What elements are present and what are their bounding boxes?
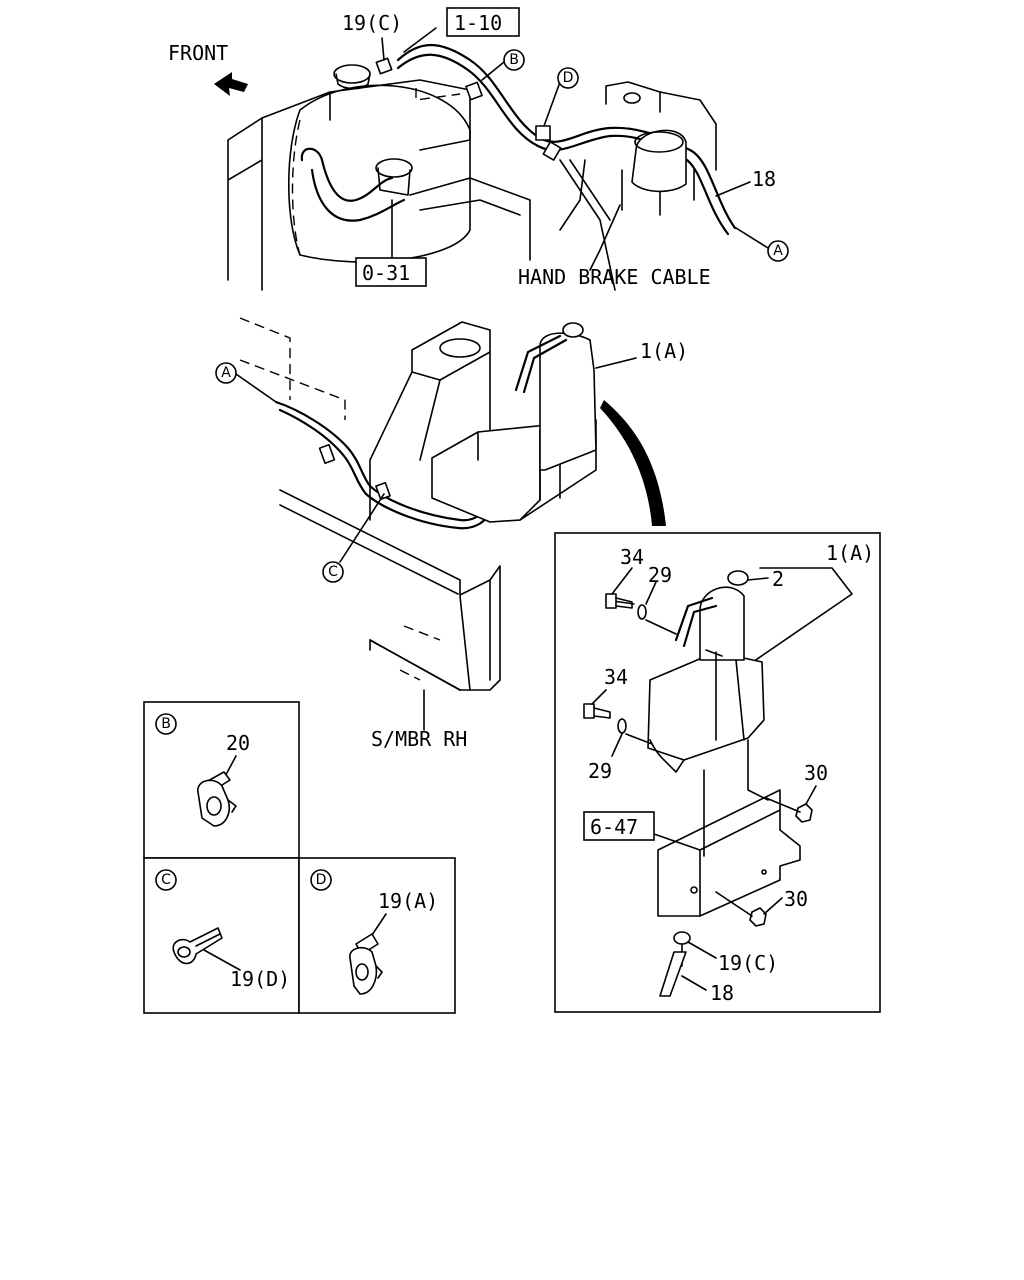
hand-brake-cable [559,159,616,291]
ref-1-10-text: 1-10 [454,11,502,35]
reservoir-top-view [631,129,687,193]
ref-0-31-text: 0-31 [362,261,410,285]
radiator-side [227,117,263,291]
reservoir-cap-mid [562,322,584,338]
svg-text:D: D [316,872,327,888]
circle-d-top [557,67,579,89]
svg-text:C: C [328,564,338,580]
overflow-pipe-outer [396,43,737,230]
overflow-hose-mid [274,400,488,522]
s-mbr-rh-label: S/MBR RH [371,727,467,751]
nut-30-b [749,907,767,927]
circle-b-top [503,49,525,71]
front-label: FRONT [168,41,228,65]
washer-29-b [617,718,627,734]
circle-c-box [155,869,177,891]
callout-18-top: 18 [752,167,776,191]
reservoir-detail-box: 34 29 2 1(A) 34 29 30 6-47 30 19(C) 18 [554,532,881,1013]
clip-b-top [465,81,483,101]
circle-a-mid [215,362,237,384]
ref-box-6-47 [583,811,655,841]
reservoir-cap-detail [727,570,749,586]
filler-cap [375,158,413,178]
circle-c-mid [322,561,344,583]
svg-text:B: B [509,52,519,68]
fan-shroud [288,84,471,263]
reservoir-tank-mid [539,332,597,471]
circle-a-top [767,240,789,262]
detail-arrow-icon [600,400,666,526]
front-arrow-icon [214,72,248,96]
hand-brake-cable-label: HAND BRAKE CABLE [518,265,711,289]
svg-text:C: C [161,872,171,888]
circle-d-box [310,869,332,891]
washer-29-a [637,604,647,620]
callout-19c-top: 19(C) [342,11,402,35]
callout-19a: 19(A) [378,889,438,913]
clip-c-mid [375,481,391,501]
ref-6-47-text: 6-47 [590,815,638,839]
callout-18-detail: 18 [710,981,734,1005]
svg-text:A: A [221,365,231,381]
clip-19c-top [375,57,393,75]
radiator-hose [300,147,394,202]
callout-20: 20 [226,731,250,755]
callout-19d: 19(D) [230,967,290,991]
callout-29-a: 29 [648,563,672,587]
clip-detail-boxes: B 20 C 19(D) D 19(A) [143,701,456,1014]
radiator-top [261,79,471,151]
svg-text:B: B [161,716,171,732]
clip-d-top [535,125,551,141]
svg-text:D: D [563,70,574,86]
clip-20 [197,771,237,827]
hose-18-detail [659,951,687,997]
callout-34-a: 34 [620,545,644,569]
top-assembly-view: FRONT HAND BRAKE [168,7,789,291]
clip-19d [172,927,223,965]
callout-30-a: 30 [804,761,828,785]
callout-1a-mid: 1(A) [640,339,688,363]
clip-19a [349,933,383,995]
radiator-cap-top [333,64,371,84]
reservoir-neck-detail [699,586,745,661]
circle-b-box [155,713,177,735]
ref-box-1-10 [446,7,520,37]
svg-text:A: A [773,243,783,259]
bolt-34-b [583,703,595,719]
callout-19c-detail: 19(C) [718,951,778,975]
callout-29-b: 29 [588,759,612,783]
callout-34-b: 34 [604,665,628,689]
callout-2: 2 [772,567,784,591]
middle-assembly-view: A 1(A) C S/MBR RH [215,317,688,751]
reservoir-bracket-top [605,81,661,113]
callout-30-b: 30 [784,887,808,911]
callout-1a-detail: 1(A) [826,541,874,565]
ref-box-0-31 [355,257,427,287]
